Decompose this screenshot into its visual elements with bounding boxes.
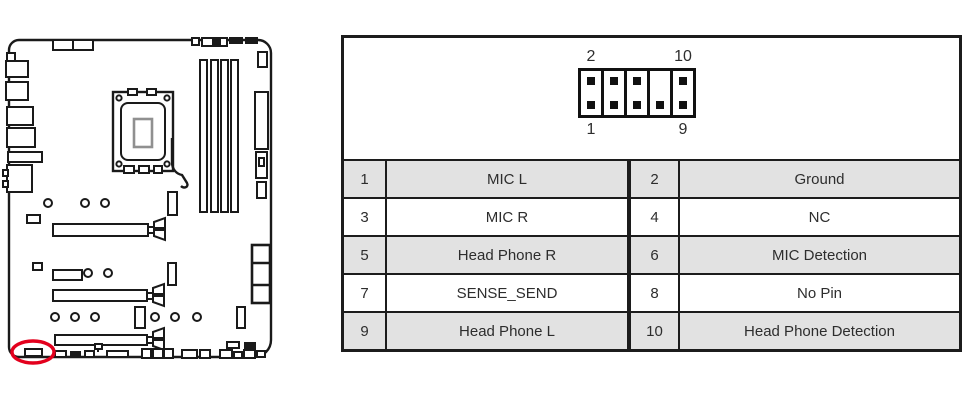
pin-column-2 bbox=[601, 68, 627, 118]
pin-label-2: 2 bbox=[586, 48, 596, 65]
pin-number-cell: 1 bbox=[344, 159, 387, 199]
pin-label-1: 1 bbox=[586, 121, 596, 138]
pin-number-cell: 5 bbox=[344, 235, 387, 275]
pin-square bbox=[587, 77, 595, 85]
pin-column-5 bbox=[670, 68, 696, 118]
screw-holes bbox=[43, 198, 202, 322]
pin-label-10: 10 bbox=[674, 48, 692, 65]
pin-square bbox=[633, 77, 641, 85]
signal-name-cell: No Pin bbox=[678, 273, 959, 313]
m2-slot-1 bbox=[52, 216, 166, 242]
m2-slot-2 bbox=[52, 282, 165, 308]
pin-column-4 bbox=[647, 68, 673, 118]
pin-square bbox=[679, 77, 687, 85]
signal-name-cell: MIC R bbox=[385, 197, 630, 237]
pin-number-cell: 2 bbox=[627, 159, 680, 199]
pin-square bbox=[656, 101, 664, 109]
pin-number-cell: 9 bbox=[344, 311, 387, 349]
pin-number-cell: 6 bbox=[627, 235, 680, 275]
top-edge-headers bbox=[191, 37, 268, 68]
signal-name-cell: SENSE_SEND bbox=[385, 273, 630, 313]
pin-number-cell: 10 bbox=[627, 311, 680, 349]
motherboard-diagram bbox=[2, 37, 273, 365]
signal-name-cell: MIC L bbox=[385, 159, 630, 199]
cpu-socket bbox=[111, 88, 189, 189]
signal-name-cell: Ground bbox=[678, 159, 959, 199]
pin-header-diagram-area: 2 10 1 9 bbox=[344, 38, 959, 159]
pin-number-cell: 4 bbox=[627, 197, 680, 237]
dimm-slots bbox=[199, 59, 239, 213]
pin-square bbox=[679, 101, 687, 109]
pin-columns bbox=[578, 68, 696, 118]
pin-number-cell: 7 bbox=[344, 273, 387, 313]
atx-power-connector bbox=[254, 91, 269, 199]
highlight-ellipse bbox=[10, 339, 56, 365]
signal-name-cell: Head Phone Detection bbox=[678, 311, 959, 349]
rear-io-ports bbox=[2, 52, 43, 193]
pin-top-labels: 2 10 bbox=[578, 47, 696, 66]
fan-header bbox=[52, 39, 94, 51]
pin-number-cell: 8 bbox=[627, 273, 680, 313]
sata-ports bbox=[250, 243, 272, 305]
pin-square bbox=[610, 77, 618, 85]
pin-bottom-labels: 1 9 bbox=[578, 120, 696, 139]
signal-name-cell: Head Phone R bbox=[385, 235, 630, 275]
signal-name-cell: NC bbox=[678, 197, 959, 237]
socket-lever bbox=[170, 138, 189, 189]
signal-name-cell: MIC Detection bbox=[678, 235, 959, 275]
pin-square bbox=[587, 101, 595, 109]
pin-number-cell: 3 bbox=[344, 197, 387, 237]
mid-board-headers bbox=[26, 191, 246, 329]
pin-label-9: 9 bbox=[678, 121, 688, 138]
pin-square bbox=[633, 101, 641, 109]
front-audio-connector bbox=[24, 348, 43, 357]
pin-header-diagram: 2 10 1 9 bbox=[578, 47, 696, 139]
signal-name-cell: Head Phone L bbox=[385, 311, 630, 349]
pin-square bbox=[610, 101, 618, 109]
